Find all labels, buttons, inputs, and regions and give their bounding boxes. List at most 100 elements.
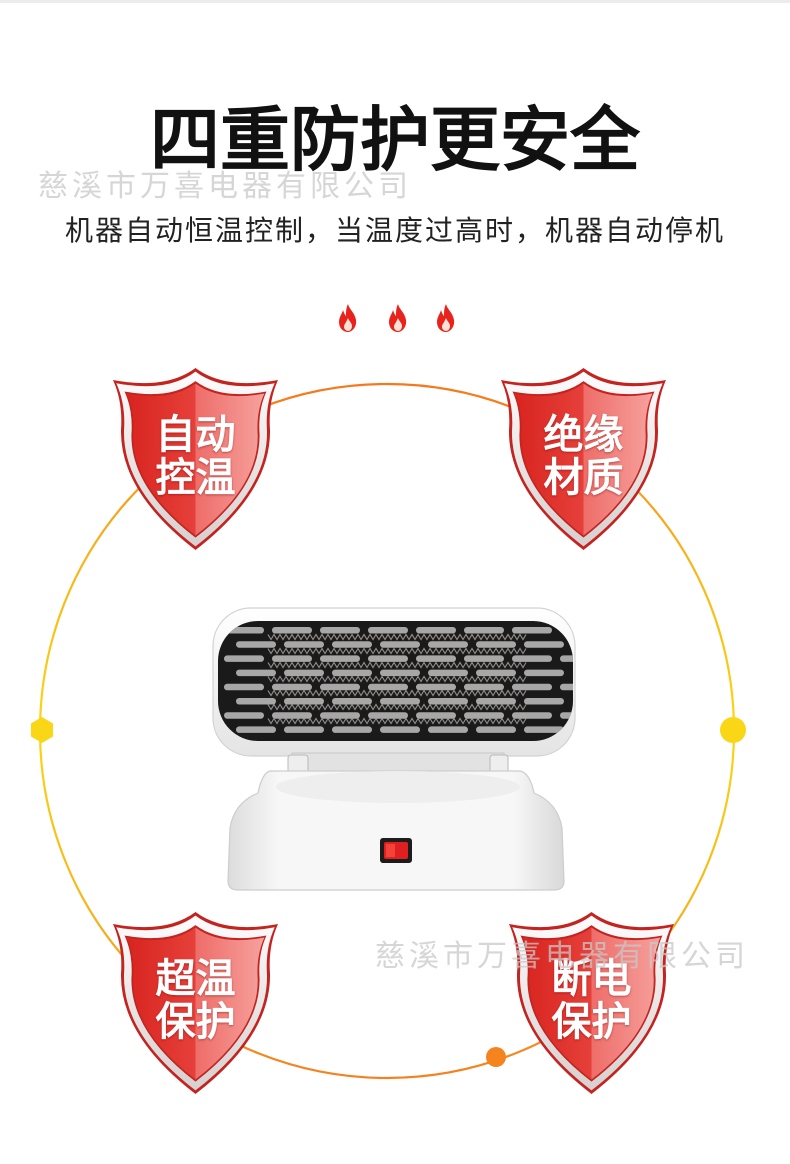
grille-slot <box>524 641 564 648</box>
grille-slot <box>560 683 573 691</box>
flame-row <box>0 303 790 335</box>
heating-coil <box>267 717 527 725</box>
grille-slot <box>320 655 360 662</box>
shield-label: 自动 控温 <box>113 414 278 500</box>
flame-icon <box>339 304 357 332</box>
grille-slot <box>416 712 456 719</box>
shield-icon <box>509 912 674 1094</box>
shield-insulation: 绝缘 材质 <box>501 368 666 550</box>
grille-slot <box>524 669 564 677</box>
heating-coil <box>267 703 527 711</box>
grille-slot <box>224 712 264 719</box>
heater-image <box>212 607 576 891</box>
grille-slot <box>224 655 264 662</box>
grille-slot <box>320 712 360 719</box>
grille-slot <box>272 627 312 634</box>
heating-coil <box>267 661 527 669</box>
ring-dot-right <box>720 717 746 743</box>
grille-slot <box>476 698 516 705</box>
grille-slot <box>464 712 504 719</box>
grille-slot <box>284 726 324 733</box>
grille-slot <box>332 641 372 648</box>
grille-slot <box>272 712 312 719</box>
page-subtitle: 机器自动恒温控制，当温度过高时，机器自动停机 <box>64 214 725 247</box>
grille-slot <box>476 726 516 733</box>
grille-slot <box>236 669 276 677</box>
grille-slot <box>428 641 468 648</box>
grille-slot <box>416 627 456 634</box>
heater-grille <box>218 621 573 741</box>
grille-slot <box>332 669 372 677</box>
grille-slot <box>332 698 372 705</box>
grille-slot <box>380 698 420 705</box>
heating-element <box>267 633 527 725</box>
grille-slot <box>428 669 468 677</box>
grille-slot <box>476 669 516 677</box>
grille-slot <box>416 655 456 662</box>
shield-auto-temp: 自动 控温 <box>113 368 278 550</box>
grille-slot <box>368 655 408 662</box>
grille-slot <box>368 627 408 634</box>
grille-slot <box>428 726 468 733</box>
heater-head <box>212 607 576 757</box>
shield-label: 超温 保护 <box>113 958 278 1044</box>
shield-power-off: 断电 保护 <box>509 912 674 1094</box>
grille-slot <box>380 726 420 733</box>
shield-line-1: 断电 <box>551 956 632 1002</box>
shield-line-1: 自动 <box>155 412 236 458</box>
grille-slot <box>512 655 552 662</box>
heater-base <box>227 770 565 891</box>
grille-slot <box>464 683 504 691</box>
ring-dot-left <box>31 717 53 743</box>
grille-slot <box>380 669 420 677</box>
grille-slot <box>512 627 552 634</box>
heating-coil <box>267 675 527 683</box>
shield-line-2: 控温 <box>155 455 236 501</box>
heating-coil <box>267 633 527 641</box>
shield-label: 断电 保护 <box>509 958 674 1044</box>
grille-slot <box>284 669 324 677</box>
watermark-top: 慈溪市万喜电器有限公司 <box>38 169 412 204</box>
flame-icon <box>437 304 455 332</box>
grille-slot <box>272 655 312 662</box>
grille-slot <box>284 698 324 705</box>
shield-label: 绝缘 材质 <box>501 414 666 500</box>
shield-icon <box>501 368 666 550</box>
shield-line-2: 保护 <box>551 999 632 1045</box>
shield-icon <box>113 368 278 550</box>
grille-slot <box>368 683 408 691</box>
grille-slot <box>512 683 552 691</box>
top-divider <box>0 0 790 3</box>
grille-slot <box>524 698 564 705</box>
grille-slot <box>320 627 360 634</box>
grille-slot <box>560 655 573 662</box>
grille-slot <box>224 683 264 691</box>
grille-slot <box>524 726 564 733</box>
grille-slot <box>380 641 420 648</box>
grille-slot <box>332 726 372 733</box>
grille-slot <box>512 712 552 719</box>
flame-icon <box>389 304 407 332</box>
heating-coil <box>267 689 527 697</box>
shield-line-2: 材质 <box>543 455 624 501</box>
grille-slot <box>236 641 276 648</box>
grille-slot <box>416 683 456 691</box>
grille-slot <box>236 726 276 733</box>
power-switch <box>380 838 412 863</box>
grille-slot <box>320 683 360 691</box>
shield-icon <box>113 912 278 1094</box>
heating-coil <box>267 647 527 655</box>
ring-dot-bottom <box>486 1047 506 1067</box>
shield-overheat: 超温 保护 <box>113 912 278 1094</box>
page-title: 四重防护更安全 <box>150 99 640 181</box>
grille-slot <box>464 627 504 634</box>
grille-slot <box>272 683 312 691</box>
grille-slot <box>476 641 516 648</box>
shield-line-1: 超温 <box>155 956 236 1002</box>
grille-slot <box>428 698 468 705</box>
grille-slot <box>236 698 276 705</box>
grille-slot <box>368 712 408 719</box>
grille-slot <box>464 655 504 662</box>
shield-line-2: 保护 <box>155 999 236 1045</box>
